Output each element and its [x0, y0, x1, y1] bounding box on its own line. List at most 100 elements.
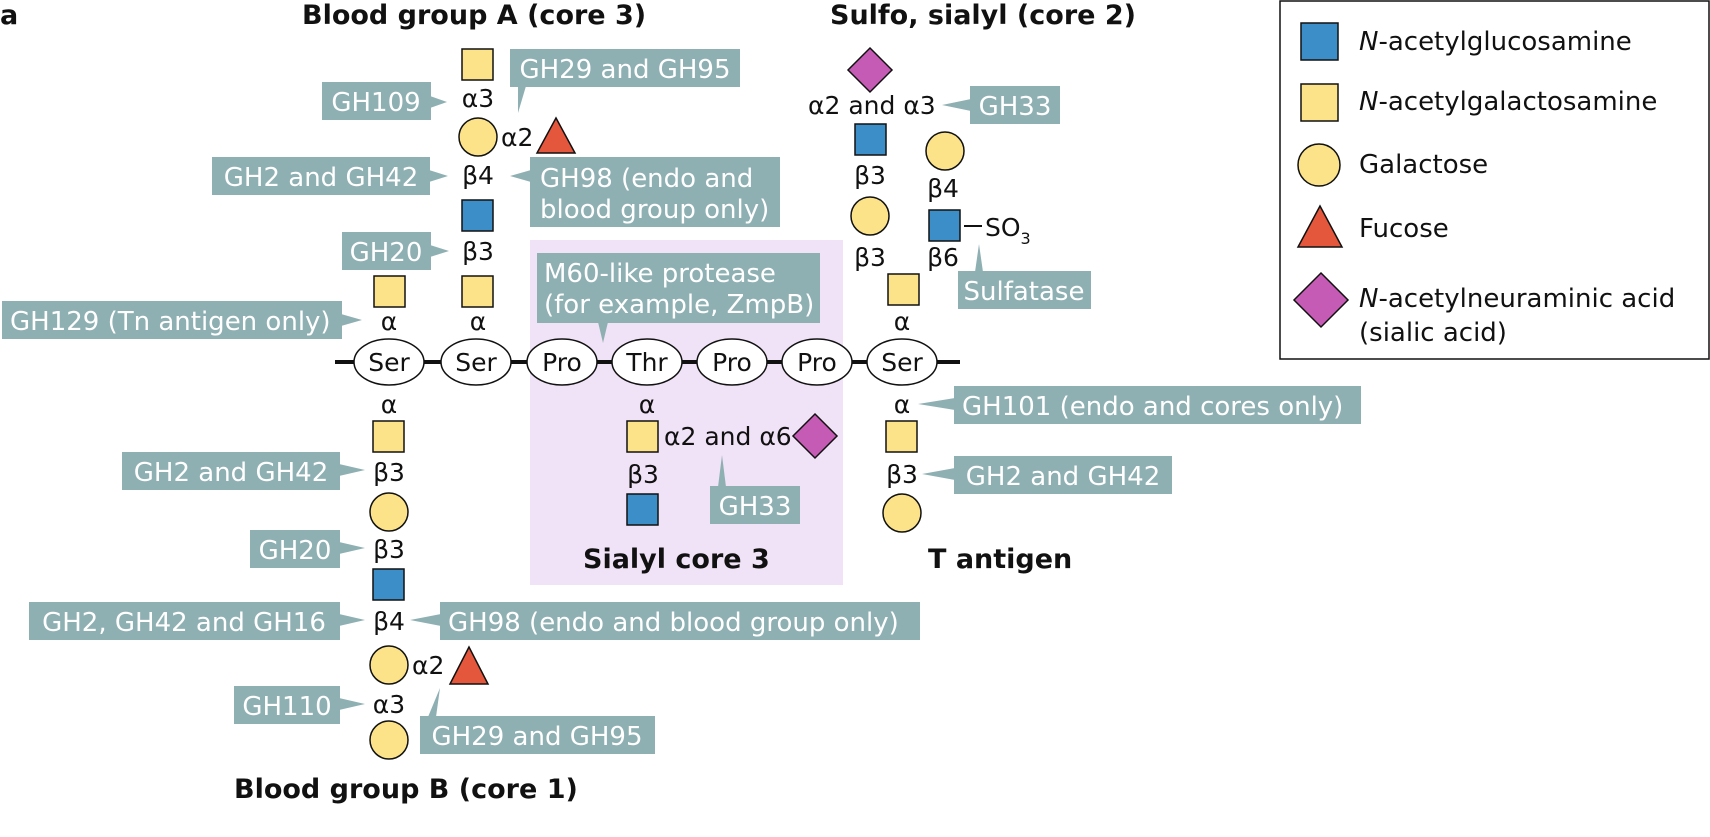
- enzyme-label-gh109: GH109: [322, 82, 447, 120]
- svg-text:GH29 and GH95: GH29 and GH95: [519, 55, 730, 85]
- svg-text:Fucose: Fucose: [1359, 214, 1449, 244]
- svg-text:(for example, ZmpB): (for example, ZmpB): [544, 290, 814, 320]
- enzyme-label-gh98-top: GH98 (endo and blood group only): [510, 157, 780, 227]
- svg-text:Sulfatase: Sulfatase: [964, 277, 1085, 307]
- linkage-b4-sulfo: β4: [927, 174, 959, 203]
- linkage-b3-thr: β3: [627, 460, 659, 489]
- linkage-b4-bl: β4: [373, 607, 405, 636]
- enzyme-label-gh2-gh42-top: GH2 and GH42: [212, 157, 448, 195]
- linkage-b3-t: β3: [886, 460, 918, 489]
- galnac-square-icon: [373, 275, 406, 308]
- peptide-residue-thr: Thr: [611, 338, 683, 386]
- title-sulfo-sialyl: Sulfo, sialyl (core 2): [830, 0, 1136, 31]
- galnac-square-icon: [372, 420, 405, 453]
- enzyme-label-gh29-gh95-top: GH29 and GH95: [510, 49, 740, 113]
- svg-text:GH33: GH33: [719, 492, 792, 522]
- title-blood-group-a: Blood group A (core 3): [302, 0, 646, 31]
- enzyme-label-gh29-gh95-bottom: GH29 and GH95: [420, 688, 655, 754]
- peptide-residue-pro-2: Pro: [696, 338, 768, 386]
- glcnac-square-icon: [854, 123, 887, 156]
- peptide-residue-pro-3: Pro: [781, 338, 853, 386]
- enzyme-label-gh2-gh42-gh16: GH2, GH42 and GH16: [29, 602, 365, 640]
- enzyme-label-gh110: GH110: [234, 686, 365, 724]
- galactose-circle-icon: [882, 493, 922, 533]
- linkage-a2-top: α2: [501, 123, 533, 152]
- legend-item-neu5ac: N-acetylneuraminic acid (sialic acid): [1292, 271, 1675, 348]
- enzyme-label-gh33-top: GH33: [942, 86, 1060, 124]
- enzyme-label-gh2-gh42-right: GH2 and GH42: [922, 456, 1172, 494]
- svg-text:GH98 (endo and: GH98 (endo and: [540, 164, 753, 194]
- peptide-residue-ser-1: Ser: [353, 338, 425, 386]
- enzyme-label-gh98-bottom: GH98 (endo and blood group only): [410, 602, 920, 640]
- svg-text:GH2, GH42 and GH16: GH2, GH42 and GH16: [42, 608, 326, 638]
- peptide-residue-ser-2: Ser: [440, 338, 512, 386]
- galnac-square-icon: [626, 420, 659, 453]
- title-t-antigen: T antigen: [928, 544, 1072, 575]
- so3-group: SO3: [985, 213, 1031, 248]
- fucose-triangle-icon: [535, 116, 577, 154]
- svg-text:Ser: Ser: [881, 348, 923, 377]
- svg-text:GH2 and GH42: GH2 and GH42: [966, 462, 1160, 492]
- neu5ac-diamond-icon: [1292, 271, 1350, 329]
- galnac-square-icon: [1300, 83, 1339, 122]
- svg-text:Pro: Pro: [542, 348, 582, 377]
- glcnac-square-icon: [461, 199, 494, 232]
- galactose-circle-icon: [925, 131, 965, 171]
- linkage-b3-sulfo: β3: [854, 161, 886, 190]
- linkage-b3-bl2: β3: [373, 535, 405, 564]
- galactose-circle-icon: [1297, 143, 1341, 187]
- svg-text:GH129 (Tn antigen only): GH129 (Tn antigen only): [10, 307, 331, 337]
- linkage-b3-sulfo2: β3: [854, 243, 886, 272]
- galnac-square-icon: [461, 275, 494, 308]
- linkage-alpha-ser1: α: [381, 307, 397, 336]
- svg-text:GH29 and GH95: GH29 and GH95: [431, 722, 642, 752]
- svg-text:Thr: Thr: [625, 348, 668, 377]
- linkage-a3-bl: α3: [373, 690, 405, 719]
- svg-text:GH2 and GH42: GH2 and GH42: [224, 163, 418, 193]
- enzyme-label-gh20-bottom: GH20: [250, 530, 365, 568]
- enzyme-label-gh2-gh42-left: GH2 and GH42: [122, 452, 365, 490]
- enzyme-label-m60-protease: M60-like protease (for example, ZmpB): [537, 253, 820, 343]
- linkage-b3-top: β3: [462, 237, 494, 266]
- linkage-alpha-ser2: α: [470, 307, 486, 336]
- svg-text:Pro: Pro: [797, 348, 837, 377]
- panel-letter: a: [0, 0, 18, 31]
- svg-text:Pro: Pro: [712, 348, 752, 377]
- linkage-b3-bl1: β3: [373, 458, 405, 487]
- svg-text:Ser: Ser: [368, 348, 410, 377]
- glcnac-square-icon: [928, 209, 961, 242]
- legend: N-acetylglucosamine N-acetylgalactosamin…: [1279, 0, 1710, 360]
- svg-text:M60-like protease: M60-like protease: [544, 259, 776, 289]
- neu5ac-diamond-icon: [791, 412, 839, 460]
- title-blood-group-b: Blood group B (core 1): [234, 774, 578, 805]
- galnac-square-icon: [885, 420, 918, 453]
- galactose-circle-icon: [369, 492, 409, 532]
- svg-text:GH33: GH33: [979, 92, 1052, 122]
- linkage-a2-a6: α2 and α6: [664, 422, 792, 451]
- svg-text:Ser: Ser: [455, 348, 497, 377]
- enzyme-label-sulfatase: Sulfatase: [958, 244, 1091, 309]
- enzyme-label-gh129: GH129 (Tn antigen only): [2, 301, 362, 339]
- glcnac-square-icon: [1300, 22, 1339, 61]
- glcnac-square-icon: [372, 568, 405, 601]
- fucose-triangle-icon: [448, 645, 490, 685]
- svg-text:(sialic acid): (sialic acid): [1359, 318, 1507, 348]
- galactose-circle-icon: [369, 645, 409, 685]
- svg-text:GH98 (endo and blood group onl: GH98 (endo and blood group only): [448, 608, 899, 638]
- peptide-residue-ser-3: Ser: [866, 338, 938, 386]
- linkage-a2-a3: α2 and α3: [808, 91, 936, 120]
- svg-text:GH20: GH20: [350, 238, 423, 268]
- enzyme-label-gh33-mid: GH33: [710, 455, 800, 524]
- svg-text:Galactose: Galactose: [1359, 150, 1488, 180]
- enzyme-label-gh20-top: GH20: [342, 232, 449, 270]
- title-sialyl-core3: Sialyl core 3: [583, 544, 770, 575]
- legend-item-galactose: Galactose: [1297, 143, 1488, 187]
- svg-text:blood group only): blood group only): [540, 195, 769, 225]
- svg-text:GH110: GH110: [242, 692, 331, 722]
- legend-item-galnac: N-acetylgalactosamine: [1300, 83, 1657, 122]
- svg-text:N-acetylglucosamine: N-acetylglucosamine: [1359, 27, 1632, 57]
- galactose-circle-icon: [458, 117, 498, 157]
- svg-text:GH109: GH109: [331, 88, 420, 118]
